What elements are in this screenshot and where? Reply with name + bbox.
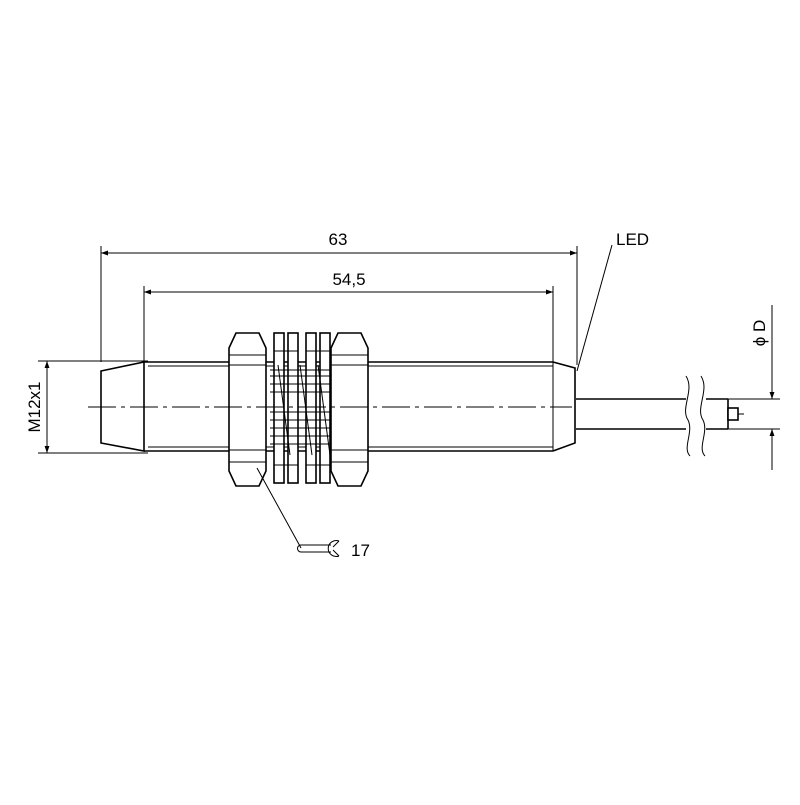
cable (576, 375, 744, 457)
wrench-callout: 17 (256, 467, 370, 560)
thread-size-label: M12x1 (25, 381, 44, 432)
dimension-thread-length: 54,5 (143, 270, 554, 362)
dimension-cable-diameter: ϕ D (728, 305, 780, 470)
nut-right (330, 332, 369, 487)
dimension-overall-length: 63 (100, 230, 578, 365)
wrench-icon (297, 540, 340, 557)
thread-hatch (270, 364, 336, 456)
led-callout: LED (576, 230, 649, 372)
washer-left (273, 332, 299, 484)
washer-right (305, 332, 331, 484)
overall-length-label: 63 (329, 230, 348, 249)
thread-length-label: 54,5 (332, 270, 365, 289)
cable-diameter-label: ϕ D (750, 320, 769, 347)
dimension-thread-size: M12x1 (25, 360, 148, 454)
led-label: LED (616, 230, 649, 249)
nut-left (228, 332, 267, 487)
wrench-size-label: 17 (351, 541, 370, 560)
